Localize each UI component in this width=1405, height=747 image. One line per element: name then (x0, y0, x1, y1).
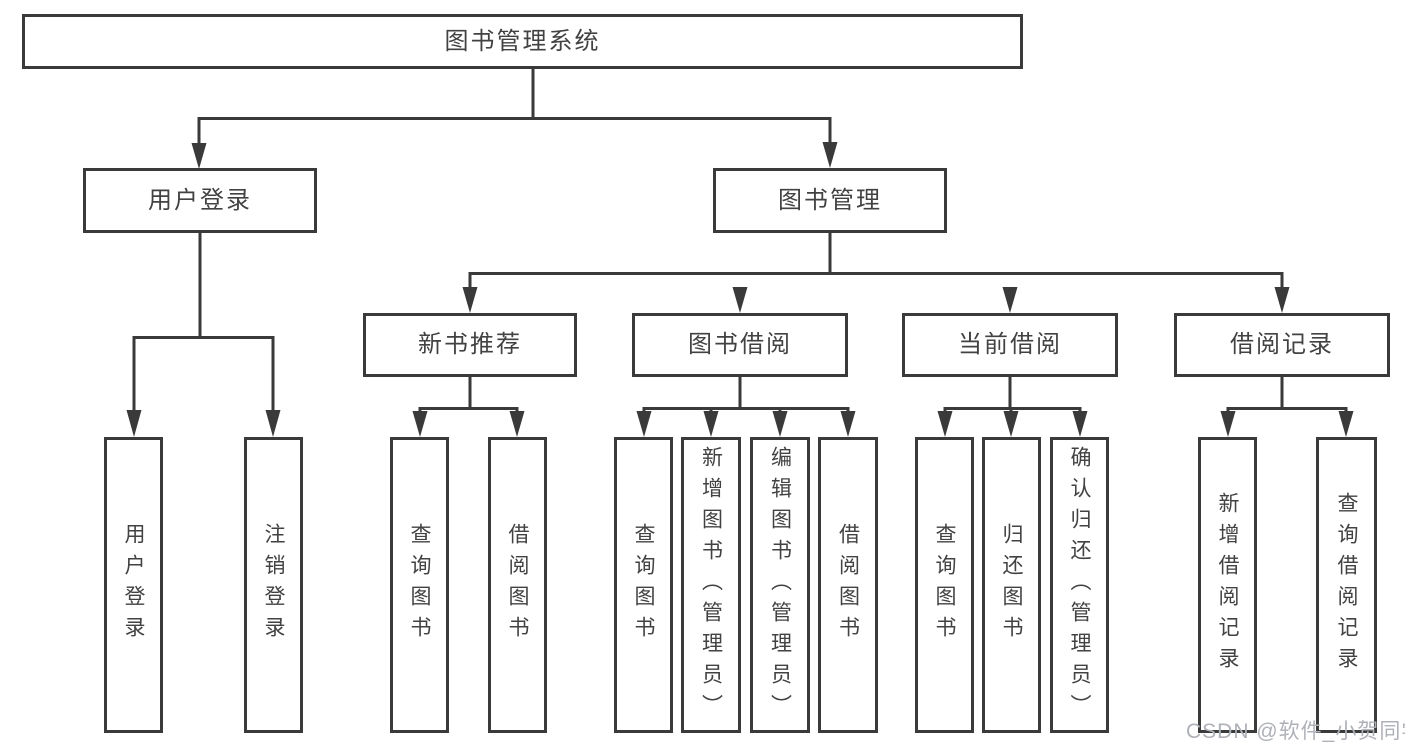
leaf-logout: 注销登录 (244, 437, 303, 733)
node-current-borrowing: 当前借阅 (902, 313, 1118, 377)
leaf-query-books-3: 查询图书 (915, 437, 974, 733)
connector-new-book-fork (418, 376, 519, 413)
leaf-query-borrow-record: 查询借阅记录 (1316, 437, 1377, 733)
leaf-return-books: 归还图书 (982, 437, 1041, 733)
node-user-login: 用户登录 (83, 168, 317, 233)
leaf-query-books-1: 查询图书 (390, 437, 449, 733)
connector-user-login-fork (132, 233, 275, 413)
connector-borrow-records-fork (1226, 377, 1348, 413)
leaf-user-login: 用户登录 (104, 437, 163, 733)
leaf-borrow-books-2: 借阅图书 (818, 437, 878, 733)
connector-arrowheads (126, 142, 1354, 437)
connector-current-borrow-fork (943, 377, 1082, 413)
node-new-book-recommendation: 新书推荐 (363, 313, 577, 377)
csdn-watermark: CSDN @软件_小贺同学 (1186, 720, 1405, 743)
connector-book-management-rail (468, 233, 1284, 289)
leaf-confirm-return-admin: 确认归还（管理员） (1050, 437, 1109, 733)
leaf-add-books-admin: 新增图书（管理员） (681, 437, 741, 733)
node-book-management: 图书管理 (713, 168, 947, 233)
connector-paths (132, 68, 1348, 413)
connector-level1-rail (197, 117, 832, 145)
leaf-add-borrow-record: 新增借阅记录 (1198, 437, 1257, 733)
node-borrowing-records: 借阅记录 (1174, 313, 1390, 377)
connector-book-borrow-fork (642, 377, 850, 413)
leaf-borrow-books-1: 借阅图书 (488, 437, 547, 733)
node-book-borrowing: 图书借阅 (632, 313, 848, 377)
leaf-edit-books-admin: 编辑图书（管理员） (750, 437, 810, 733)
node-root-library-system: 图书管理系统 (22, 14, 1023, 69)
leaf-query-books-2: 查询图书 (614, 437, 673, 733)
